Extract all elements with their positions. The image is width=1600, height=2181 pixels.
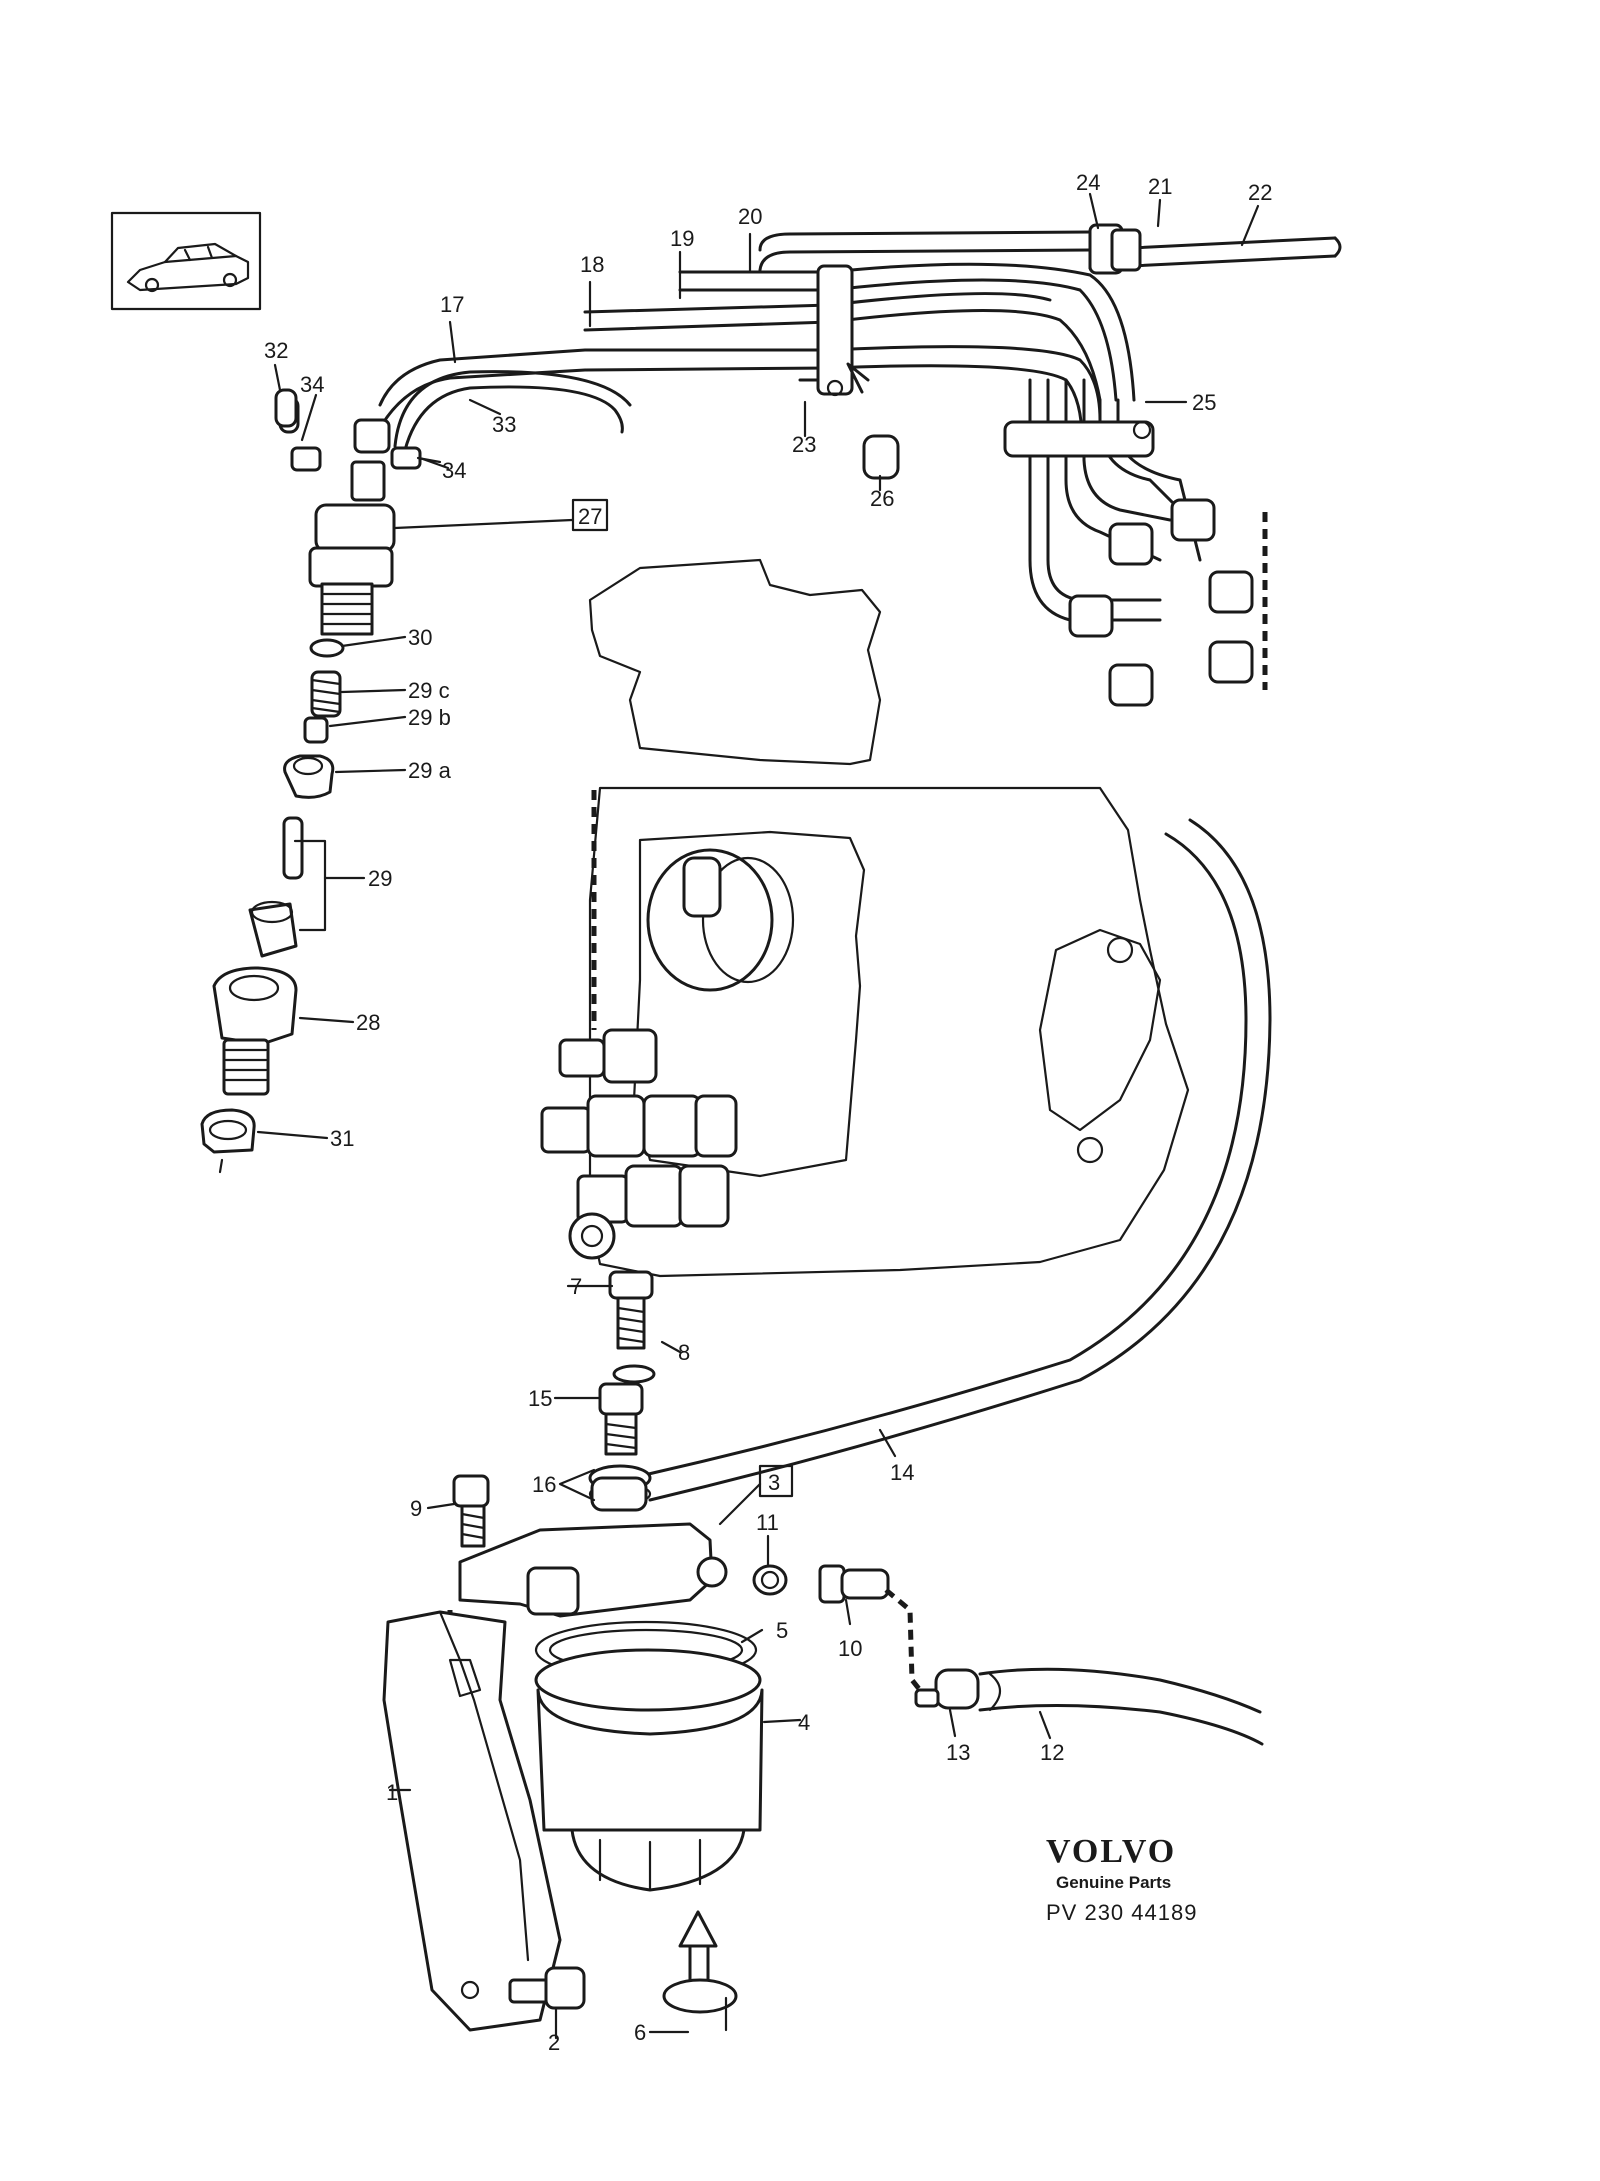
callout-9: 9 bbox=[410, 1496, 422, 1521]
fuel-lines bbox=[378, 223, 1342, 707]
callout-6: 6 bbox=[634, 2020, 646, 2045]
callout-4: 4 bbox=[798, 1710, 810, 1735]
reference-number: PV 230 44189 bbox=[1046, 1900, 1197, 1925]
callout-30: 30 bbox=[408, 625, 432, 650]
callout-29a: 29 a bbox=[408, 758, 452, 783]
callout-box-27 bbox=[571, 498, 609, 532]
callout-13: 13 bbox=[946, 1740, 970, 1765]
return-hose bbox=[403, 385, 624, 452]
callout-14: 14 bbox=[890, 1460, 914, 1485]
volvo-logo: VOLVO bbox=[1046, 1833, 1176, 1870]
callout-29c: 29 c bbox=[408, 678, 450, 703]
banjo-bolts bbox=[452, 1270, 656, 1548]
nozzle-parts bbox=[200, 638, 345, 1174]
fuel-filter-assembly bbox=[382, 1522, 764, 2032]
callout-34-top: 34 bbox=[300, 372, 324, 397]
fuel-hose bbox=[648, 818, 1272, 1502]
callout-15: 15 bbox=[528, 1386, 552, 1411]
callout-2: 2 bbox=[548, 2030, 560, 2055]
callout-12: 12 bbox=[1040, 1740, 1064, 1765]
callout-23: 23 bbox=[792, 432, 816, 457]
callout-33: 33 bbox=[492, 412, 516, 437]
callout-19: 19 bbox=[670, 226, 694, 251]
callout-21: 21 bbox=[1148, 174, 1172, 199]
callout-18: 18 bbox=[580, 252, 604, 277]
callout-10: 10 bbox=[838, 1636, 862, 1661]
inlet-fittings bbox=[752, 1564, 1264, 1746]
callout-17: 17 bbox=[440, 292, 464, 317]
callout-11: 11 bbox=[756, 1510, 779, 1535]
callout-28: 28 bbox=[356, 1010, 380, 1035]
callout-26: 26 bbox=[870, 486, 894, 511]
injection-pump bbox=[540, 558, 1190, 1278]
callout-25: 25 bbox=[1192, 390, 1216, 415]
callout-32: 32 bbox=[264, 338, 288, 363]
brand-subtitle: Genuine Parts bbox=[1056, 1873, 1171, 1892]
callout-8: 8 bbox=[678, 1340, 690, 1365]
callout-29: 29 bbox=[368, 866, 392, 891]
callout-box-3 bbox=[758, 1464, 794, 1498]
car-thumbnail-icon bbox=[110, 211, 262, 311]
callout-20: 20 bbox=[738, 204, 762, 229]
callout-5: 5 bbox=[776, 1618, 788, 1643]
callout-31: 31 bbox=[330, 1126, 354, 1151]
leader-lines bbox=[256, 192, 1260, 2040]
injector-assembly bbox=[278, 396, 422, 636]
callout-7: 7 bbox=[570, 1274, 582, 1299]
pointer-arrow bbox=[846, 362, 870, 394]
callout-24: 24 bbox=[1076, 170, 1100, 195]
callout-22: 22 bbox=[1248, 180, 1272, 205]
cap-part bbox=[274, 388, 298, 428]
callout-27: 27 bbox=[578, 504, 602, 529]
callout-16: 16 bbox=[532, 1472, 556, 1497]
callout-34-side: 34 bbox=[442, 458, 466, 483]
callout-1: 1 bbox=[386, 1780, 398, 1805]
sleeve-part bbox=[862, 434, 900, 480]
callout-29b: 29 b bbox=[408, 705, 451, 730]
callout-3: 3 bbox=[768, 1470, 780, 1495]
